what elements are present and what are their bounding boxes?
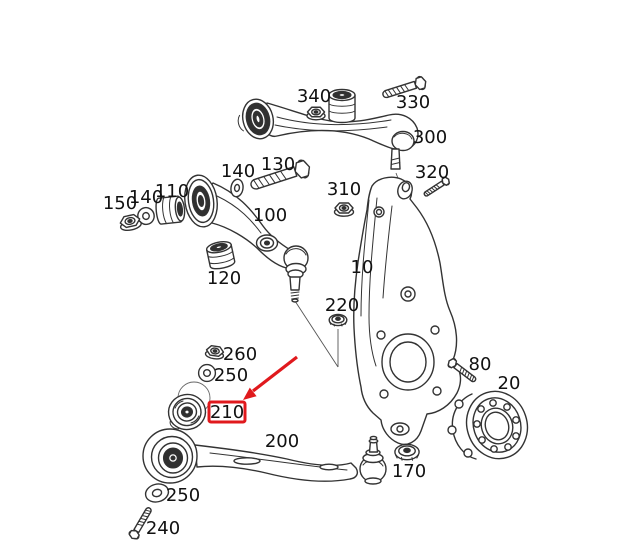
part-label-310: 310 [327,179,361,200]
nut-170 [394,443,420,462]
part-label-320: 320 [415,162,449,183]
part-label-130: 130 [261,154,295,175]
part-label-210: 210 [210,402,244,423]
highlight-box [207,400,247,424]
part-label-140-front: 140 [221,161,255,182]
part-label-80: 80 [469,354,492,375]
part-labels: 340 330 300 130 140 320 110 140 150 310 … [103,86,521,539]
part-label-10: 10 [351,257,374,278]
highlight-arrow-shaft [252,355,298,393]
part-label-300: 300 [413,127,447,148]
bushing-110 [155,195,186,225]
nut-340 [306,106,326,121]
part-label-340: 340 [297,86,331,107]
part-label-220: 220 [325,295,359,316]
wheel-hub-bearing [447,390,529,460]
part-label-140-rear: 140 [129,187,163,208]
part-label-150: 150 [103,193,137,214]
part-label-330: 330 [396,92,430,113]
part-label-170: 170 [392,461,426,482]
part-label-260: 260 [223,344,257,365]
part-label-250-lower: 250 [166,485,200,506]
bushing-210 [167,381,211,431]
part-label-100: 100 [253,205,287,226]
part-label-110: 110 [155,181,189,202]
steering-knuckle [353,176,462,446]
nut-220 [328,313,348,327]
highlight-annotation: 210 [207,355,298,424]
bushing-120 [205,240,236,270]
part-label-120: 120 [207,268,241,289]
part-label-250-upper: 250 [214,365,248,386]
upper-control-arm [237,88,419,170]
front-lower-control-arm [184,174,309,303]
rear-lower-control-arm [142,428,387,485]
nut-310 [333,202,355,217]
nut-260 [204,344,226,361]
highlight-arrow-head [243,387,257,400]
part-label-20: 20 [498,373,521,394]
part-label-200: 200 [265,431,299,452]
part-label-240: 240 [146,518,180,539]
